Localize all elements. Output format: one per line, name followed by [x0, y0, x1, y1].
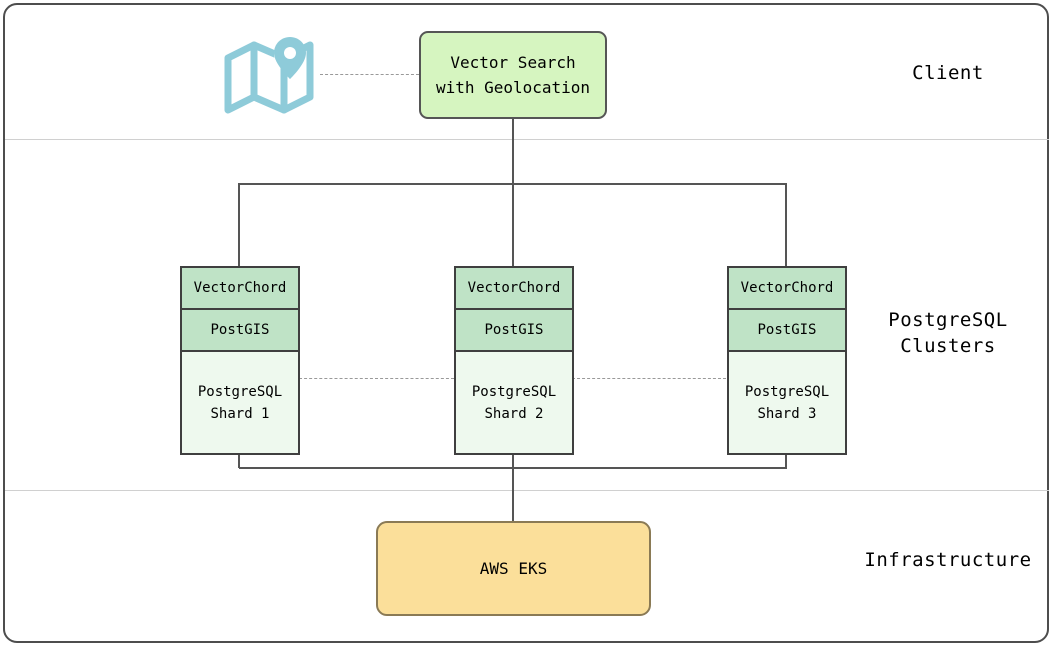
connector-shard-2-to-shard-3: [572, 378, 726, 379]
postgresql-shard-3[interactable]: VectorChord PostGIS PostgreSQL Shard 3: [727, 266, 847, 455]
shard-3-extension-vectorchord: VectorChord: [729, 268, 845, 310]
shard-3-extension-postgis: PostGIS: [729, 310, 845, 352]
connector-bus-to-aws-eks: [512, 467, 514, 521]
shard-2-extension-postgis: PostGIS: [456, 310, 572, 352]
shard-1-body-label: PostgreSQL Shard 1: [182, 352, 298, 453]
connector-shard-2-to-bottom-bus: [512, 454, 514, 468]
connector-map-icon-to-vector-search: [320, 74, 419, 75]
connector-shard-1-to-shard-2: [299, 378, 454, 379]
connector-shard-3-to-bottom-bus: [785, 454, 787, 468]
shard-2-body-label: PostgreSQL Shard 2: [456, 352, 572, 453]
shard-1-extension-postgis: PostGIS: [182, 310, 298, 352]
vector-search-node[interactable]: Vector Search with Geolocation: [419, 31, 607, 119]
connector-bus-to-shard-3: [785, 183, 787, 267]
connector-vector-search-to-bus: [512, 119, 514, 184]
map-location-icon: [224, 37, 314, 114]
lane-label-client: Client: [912, 62, 984, 84]
lane-divider-postgres-infra: [5, 490, 1049, 491]
postgresql-shard-1[interactable]: VectorChord PostGIS PostgreSQL Shard 1: [180, 266, 300, 455]
aws-eks-label: AWS EKS: [479, 559, 548, 578]
shard-3-body-label: PostgreSQL Shard 3: [729, 352, 845, 453]
lane-divider-client-postgres: [5, 139, 1049, 140]
lane-label-infrastructure: Infrastructure: [864, 549, 1032, 571]
shard-2-extension-vectorchord: VectorChord: [456, 268, 572, 310]
connector-shard-1-to-bottom-bus: [238, 454, 240, 468]
connector-bus-to-shard-2: [512, 183, 514, 267]
aws-eks-node[interactable]: AWS EKS: [376, 521, 651, 616]
connector-bus-to-shard-1: [238, 183, 240, 267]
lane-label-postgresql-clusters: PostgreSQL Clusters: [888, 309, 1008, 357]
postgresql-shard-2[interactable]: VectorChord PostGIS PostgreSQL Shard 2: [454, 266, 574, 455]
shard-1-extension-vectorchord: VectorChord: [182, 268, 298, 310]
vector-search-label: Vector Search with Geolocation: [435, 53, 591, 97]
